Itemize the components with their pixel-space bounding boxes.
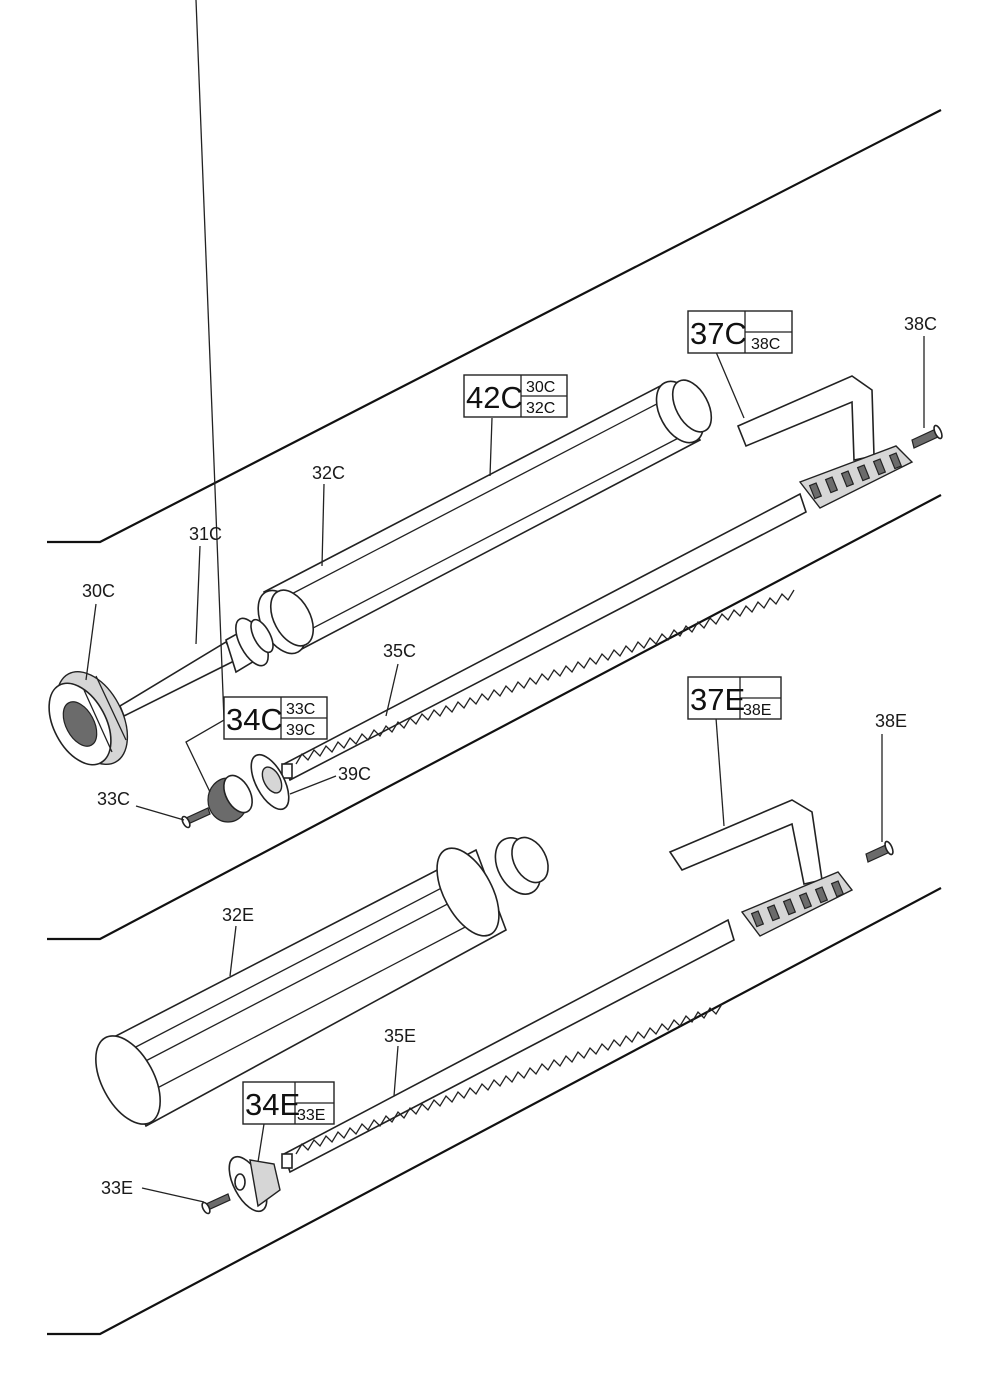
screw-33E bbox=[201, 1193, 231, 1215]
label-38E: 38E bbox=[875, 711, 907, 731]
label-38C: 38C bbox=[904, 314, 937, 334]
leader-37E bbox=[715, 717, 725, 827]
leader-42C bbox=[489, 417, 493, 477]
rack-35E bbox=[281, 918, 735, 1174]
leader-32C bbox=[321, 483, 325, 567]
kit-box-42C-sub1: 30C bbox=[526, 379, 555, 396]
label-32E: 32E bbox=[222, 905, 254, 925]
leader-35E bbox=[393, 1045, 399, 1097]
barrel-tube-32C bbox=[257, 379, 713, 655]
kit-box-34E-sub1: 33E bbox=[297, 1107, 325, 1124]
leader-33C bbox=[135, 805, 185, 821]
kit-box-34E-main: 34E bbox=[245, 1087, 300, 1122]
separator-line-bottom bbox=[47, 887, 942, 1336]
kit-box-34C: 34C 33C 39C bbox=[223, 696, 328, 740]
kit-box-37E: 37E 38E bbox=[687, 676, 782, 720]
screw-38E bbox=[865, 840, 894, 863]
leader-31C bbox=[195, 545, 201, 645]
leader-34E bbox=[257, 1123, 265, 1163]
kit-box-37C: 37C 38C bbox=[687, 310, 793, 354]
label-30C: 30C bbox=[82, 581, 115, 601]
kit-box-34C-sub1: 33C bbox=[286, 701, 315, 718]
grip-slots-37C bbox=[808, 452, 903, 500]
label-39C: 39C bbox=[338, 764, 371, 784]
screw-38C bbox=[911, 424, 943, 449]
kit-box-42C-sub2: 32C bbox=[526, 400, 555, 417]
screw-33C bbox=[181, 807, 211, 829]
handle-37C bbox=[736, 375, 914, 509]
leader-39C bbox=[289, 775, 337, 795]
leader-34C bbox=[195, 0, 225, 721]
nozzle-31C bbox=[119, 617, 274, 718]
kit-box-42C: 42C 30C 32C bbox=[463, 374, 568, 418]
kit-box-37E-main: 37E bbox=[690, 682, 745, 717]
label-31C: 31C bbox=[189, 524, 222, 544]
kit-box-34E: 34E 33E bbox=[242, 1081, 335, 1125]
handle-37E bbox=[668, 799, 854, 937]
cap-nut-30C bbox=[48, 670, 129, 766]
kit-box-34C-main: 34C bbox=[226, 702, 283, 737]
leader-35C bbox=[385, 663, 399, 717]
leader-34C bbox=[185, 719, 225, 793]
separator-line-top bbox=[47, 109, 942, 544]
plunger-34C bbox=[207, 774, 253, 823]
kit-box-37C-main: 37C bbox=[690, 316, 747, 351]
disc-39C bbox=[250, 753, 290, 811]
kit-box-42C-main: 42C bbox=[466, 380, 523, 415]
grip-slots-37E bbox=[750, 880, 845, 928]
barrel-frame-32E bbox=[95, 836, 549, 1128]
kit-box-37E-sub1: 38E bbox=[743, 702, 771, 719]
leader-30C bbox=[85, 603, 97, 681]
rack-35C bbox=[281, 492, 807, 782]
leader-37C bbox=[715, 351, 745, 419]
label-35C: 35C bbox=[383, 641, 416, 661]
label-33C: 33C bbox=[97, 789, 130, 809]
leader-32E bbox=[229, 925, 237, 977]
separator-line-middle bbox=[47, 494, 942, 941]
kit-box-34C-sub2: 39C bbox=[286, 722, 315, 739]
leader-33E bbox=[141, 1187, 205, 1203]
plunger-34E bbox=[228, 1155, 281, 1213]
label-33E: 33E bbox=[101, 1178, 133, 1198]
kit-box-37C-sub1: 38C bbox=[751, 336, 780, 353]
label-35E: 35E bbox=[384, 1026, 416, 1046]
label-32C: 32C bbox=[312, 463, 345, 483]
